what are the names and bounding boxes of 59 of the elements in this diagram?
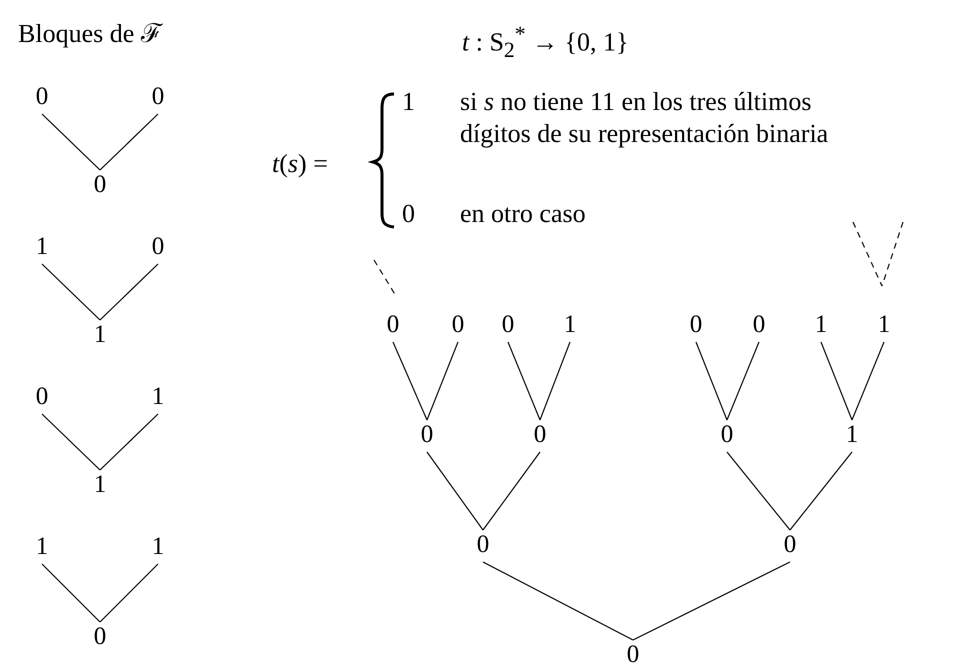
digit-label: 1 [875,312,893,338]
tree-line [539,342,571,420]
digit-label: 1 [33,234,51,260]
tree-line [695,342,728,420]
tree-line [42,414,100,470]
tree-line [100,114,158,170]
tree-line [852,342,884,420]
digit-label: 1 [149,534,167,560]
function-signature: t : S$_{2}$$^{*}$ → {0, 1} [462,21,629,64]
dashed-line [881,222,904,286]
digit-label: 0 [750,312,768,338]
digit-label: 1 [561,312,579,338]
case-value: 0 [402,198,415,230]
digit-label: 0 [687,312,705,338]
dashed-line [852,222,882,286]
digit-label: 0 [384,312,402,338]
digit-label: 0 [149,84,167,110]
tree-line [100,264,158,320]
case-condition: en otro caso [460,198,586,230]
tree-line [42,564,100,622]
tree-line [632,562,790,640]
tree-line [392,342,428,420]
tree-line [100,564,158,622]
tree-line [482,562,634,640]
digit-label: 1 [91,322,109,348]
tree-line [726,452,790,530]
dashed-line [374,260,396,296]
case-condition: si s no tiene 11 en los tres últimos dígitos de su representación binaria [460,86,830,150]
tree-line [42,114,100,170]
digit-label: 1 [91,472,109,498]
digit-label: 0 [33,84,51,110]
digit-label: 0 [718,422,736,448]
tree-line [726,342,760,420]
digit-label: 0 [531,422,549,448]
digit-label: 1 [843,422,861,448]
digit-label: 0 [33,384,51,410]
tree-line [790,452,852,530]
tree-line [426,452,484,530]
digit-label: 0 [149,234,167,260]
tree-line [426,342,459,420]
digit-label: 0 [418,422,436,448]
tree-line [100,414,158,470]
digit-label: 0 [624,642,642,668]
digit-label: 0 [781,532,799,558]
tree-line [482,452,540,530]
digit-label: 1 [812,312,830,338]
tree-line [42,264,100,320]
heading: Bloques de ℱ [18,18,162,50]
digit-label: 1 [33,534,51,560]
digit-label: 0 [91,624,109,650]
tree-line [508,342,540,420]
digit-label: 0 [474,532,492,558]
function-label: t(s) = [272,148,328,180]
tree-line [820,342,853,420]
digit-label: 0 [91,172,109,198]
digit-label: 0 [449,312,467,338]
case-value: 1 [402,86,415,118]
digit-label: 0 [499,312,517,338]
digit-label: 1 [149,384,167,410]
